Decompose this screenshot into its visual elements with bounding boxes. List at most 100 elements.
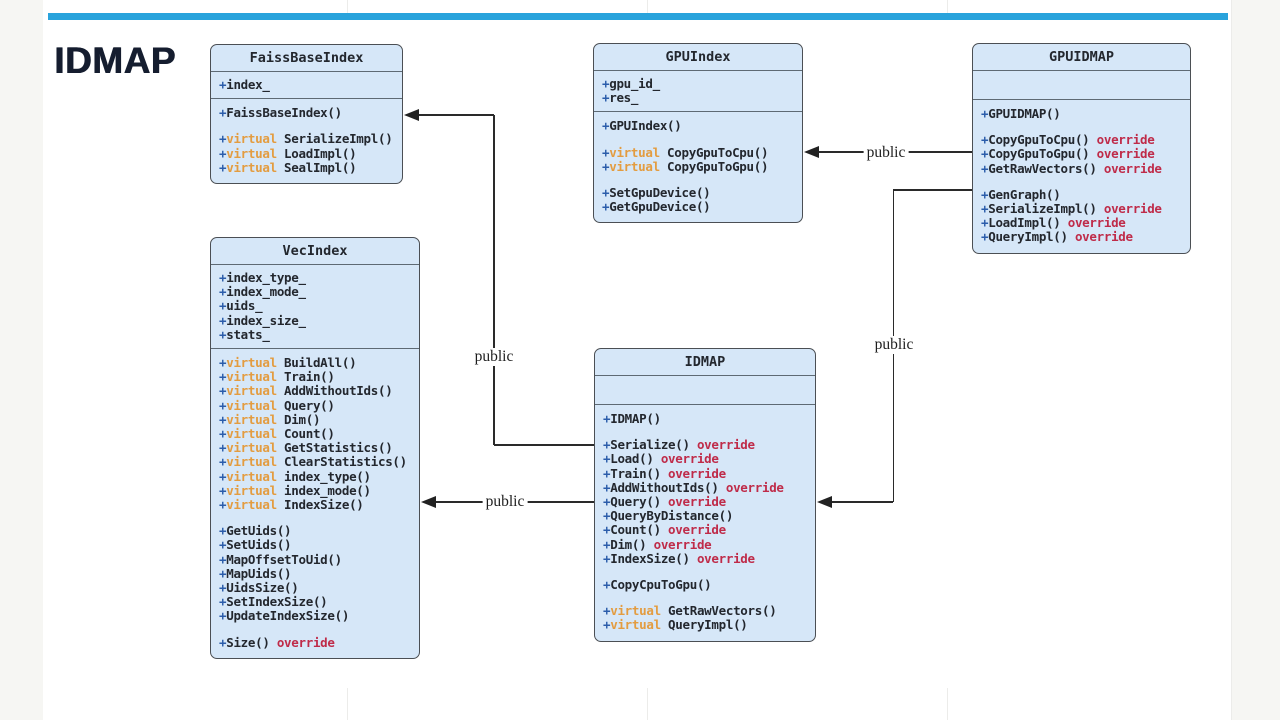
override-keyword: override: [718, 479, 784, 495]
virtual-keyword: virtual: [226, 397, 285, 413]
member-name: MapUids(): [226, 565, 292, 581]
virtual-keyword: virtual: [226, 497, 285, 513]
plus-sign: +: [219, 440, 227, 456]
plus-sign: +: [219, 580, 227, 596]
member-name: IndexSize(): [610, 550, 690, 566]
member-name: SetIndexSize(): [226, 594, 328, 610]
arrow-icon: [421, 496, 436, 508]
member-line: +FaissBaseIndex(): [219, 106, 394, 120]
plus-sign: +: [219, 131, 227, 147]
member-name: GetStatistics(): [284, 440, 393, 456]
plus-sign: +: [219, 159, 227, 175]
class-title: FaissBaseIndex: [211, 45, 402, 72]
plus-sign: +: [219, 355, 227, 371]
plus-sign: +: [981, 106, 989, 121]
virtual-keyword: virtual: [226, 426, 285, 442]
plus-sign: +: [602, 76, 610, 91]
member-name: uids_: [226, 298, 263, 314]
plus-sign: +: [219, 537, 227, 553]
member-line: +gpu_id_: [602, 76, 794, 91]
plus-sign: +: [603, 617, 611, 633]
member-line: +Query() override: [603, 494, 807, 510]
plus-sign: +: [603, 603, 611, 619]
member-line: +SetIndexSize(): [219, 595, 411, 609]
guide-line: [947, 0, 948, 13]
virtual-keyword: virtual: [610, 603, 669, 619]
member-name: GPUIDMAP(): [988, 106, 1061, 121]
member-line: +virtual SerializeImpl(): [219, 132, 394, 146]
member-name: Serialize(): [610, 437, 690, 453]
member-line: +QueryByDistance(): [603, 509, 807, 523]
override-keyword: override: [653, 451, 719, 467]
member-name: ClearStatistics(): [284, 454, 407, 470]
member-name: BuildAll(): [284, 355, 357, 371]
plus-sign: +: [603, 550, 611, 566]
virtual-keyword: virtual: [226, 383, 285, 399]
arrow-icon: [817, 496, 832, 508]
page-title: IDMAP: [54, 40, 176, 81]
member-line: +LoadImpl() override: [981, 216, 1182, 230]
class-methods: +GPUIndex()+virtual CopyGpuToCpu()+virtu…: [594, 112, 802, 222]
plus-sign: +: [981, 146, 989, 162]
plus-sign: +: [602, 144, 610, 160]
member-name: GenGraph(): [988, 186, 1061, 202]
virtual-keyword: virtual: [226, 145, 285, 161]
member-line: +res_: [602, 91, 794, 105]
member-line: +Dim() override: [603, 536, 807, 552]
override-keyword: override: [1060, 215, 1126, 231]
member-line: +QueryImpl() override: [981, 230, 1182, 244]
class-methods: +virtual BuildAll()+virtual Train()+virt…: [211, 349, 419, 658]
plus-sign: +: [219, 298, 227, 314]
virtual-keyword: virtual: [609, 158, 668, 174]
plus-sign: +: [602, 185, 610, 201]
member-name: Dim(): [284, 411, 321, 427]
class-title: VecIndex: [211, 238, 419, 265]
member-line: +virtual GetRawVectors(): [603, 604, 807, 618]
plus-sign: +: [219, 523, 227, 539]
plus-sign: +: [219, 634, 227, 650]
class-attributes: +gpu_id_+res_: [594, 71, 802, 113]
member-line: +virtual BuildAll(): [219, 355, 411, 371]
member-name: Query(): [610, 494, 661, 510]
plus-sign: +: [219, 383, 227, 399]
member-name: CopyGpuToCpu(): [988, 132, 1090, 148]
plus-sign: +: [219, 77, 227, 92]
member-name: AddWithoutIds(): [284, 383, 393, 399]
class-methods: +FaissBaseIndex() +virtual SerializeImpl(…: [211, 99, 402, 183]
override-keyword: override: [646, 536, 712, 552]
class-box-gpuindex: GPUIndex +gpu_id_+res_ +GPUIndex()+virtu…: [593, 43, 803, 224]
member-line: +Count() override: [603, 523, 807, 537]
plus-sign: +: [603, 465, 611, 481]
plus-sign: +: [219, 482, 227, 498]
plus-sign: +: [603, 536, 611, 552]
edge-idmap-faissbaseindex-line: [493, 115, 495, 445]
member-line: +AddWithoutIds() override: [603, 479, 807, 495]
member-name: AddWithoutIds(): [610, 479, 719, 495]
member-line: +virtual IndexSize(): [219, 497, 411, 513]
member-line: +UidsSize(): [219, 580, 411, 596]
member-line: +virtual index_type(): [219, 468, 411, 484]
member-name: SerializeImpl(): [988, 201, 1097, 217]
virtual-keyword: virtual: [226, 468, 285, 484]
override-keyword: override: [689, 550, 755, 566]
member-name: LoadImpl(): [284, 145, 357, 161]
member-line: +virtual Count(): [219, 426, 411, 442]
member-line: +virtual index_mode(): [219, 482, 411, 498]
plus-sign: +: [981, 229, 989, 245]
guide-line: [347, 688, 348, 720]
member-name: Count(): [284, 426, 335, 442]
member-name: Load(): [610, 451, 654, 467]
member-line: +virtual SealImpl(): [219, 159, 394, 175]
class-box-faissbaseindex: FaissBaseIndex +index_ +FaissBaseIndex()…: [210, 44, 403, 185]
edge-gpuidmap-idmap-line: [893, 189, 972, 191]
class-attributes: +index_: [211, 72, 402, 100]
member-line: +GenGraph(): [981, 186, 1182, 202]
member-name: MapOffsetToUid(): [226, 551, 342, 567]
virtual-keyword: virtual: [226, 159, 285, 175]
plus-sign: +: [602, 90, 610, 106]
member-name: CopyGpuToGpu(): [988, 146, 1090, 162]
plus-sign: +: [981, 132, 989, 148]
member-line: +UpdateIndexSize(): [219, 609, 411, 623]
member-line: +SetGpuDevice(): [602, 185, 794, 201]
member-line: +uids_: [219, 299, 411, 313]
